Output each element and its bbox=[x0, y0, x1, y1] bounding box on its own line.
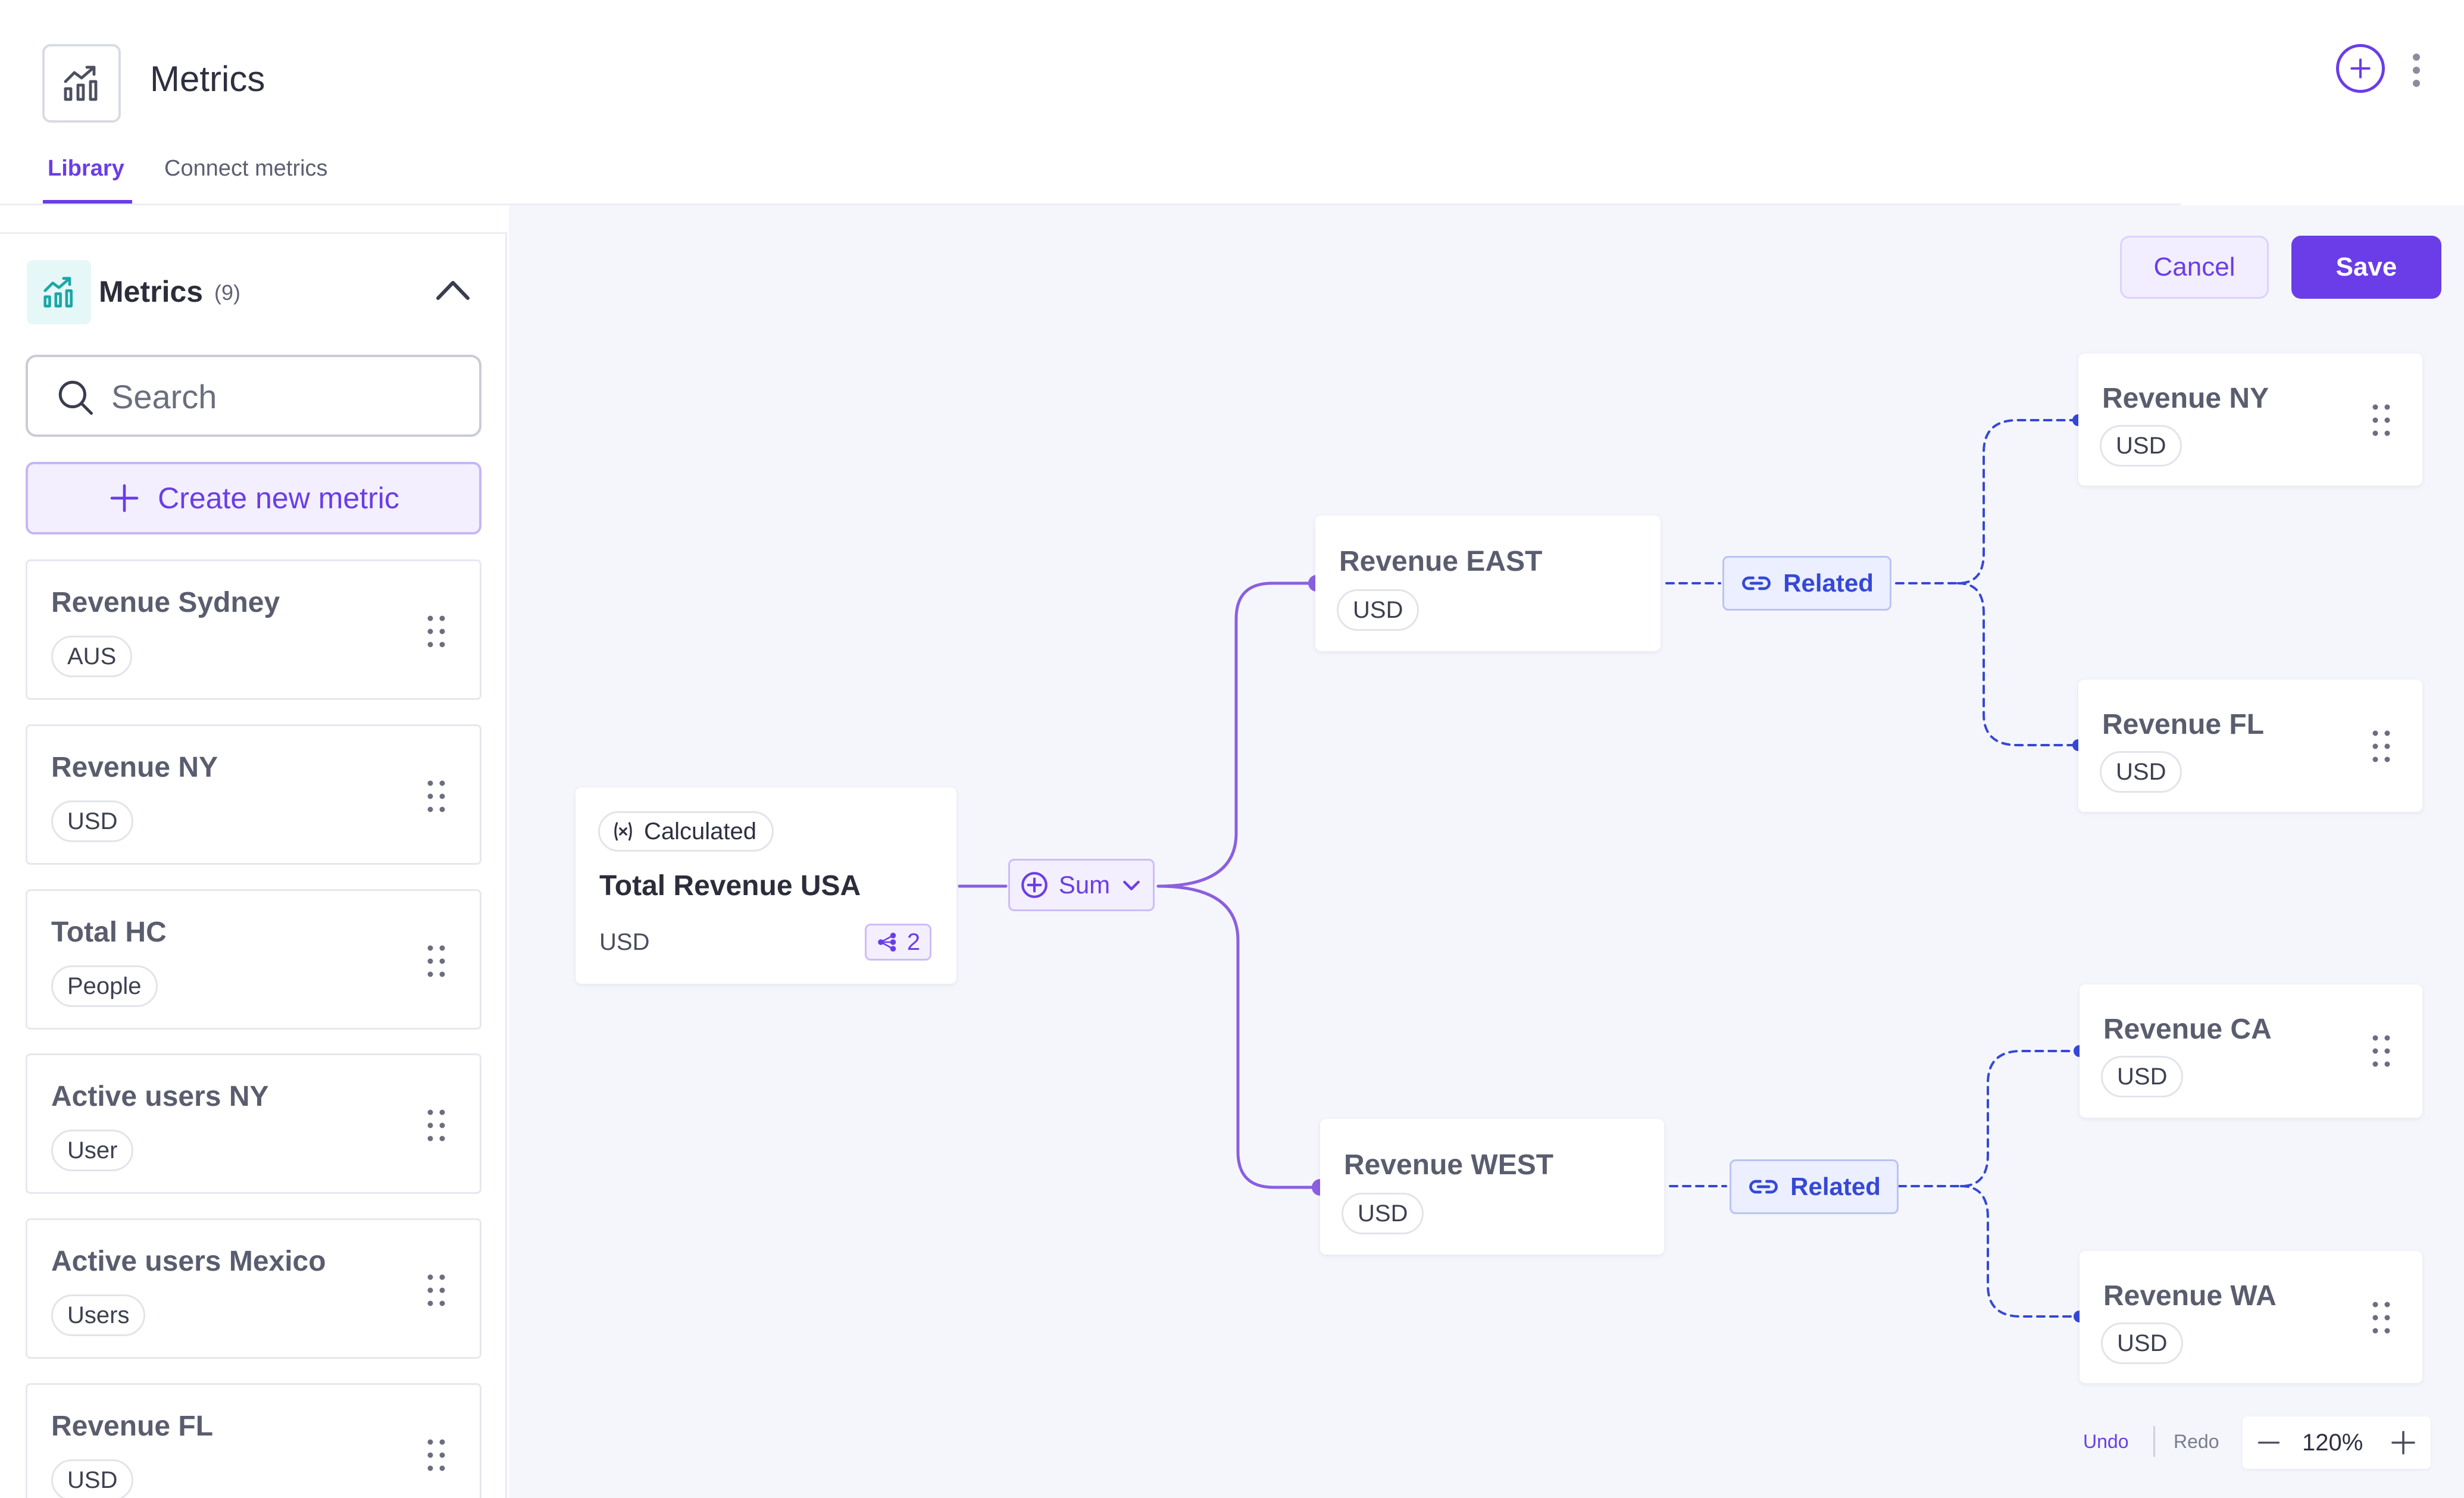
unit-badge: USD bbox=[51, 800, 134, 842]
unit-badge: People bbox=[51, 965, 158, 1007]
plus-icon bbox=[110, 484, 139, 512]
drag-handle-icon[interactable] bbox=[2371, 728, 2391, 764]
cancel-button[interactable]: Cancel bbox=[2120, 236, 2269, 299]
more-options-icon[interactable] bbox=[2410, 52, 2422, 88]
create-new-metric-label: Create new metric bbox=[158, 481, 399, 515]
metric-name: Total HC bbox=[51, 917, 167, 948]
page-title: Metrics bbox=[150, 59, 265, 99]
metrics-sidebar: Metrics (9) Create new metric Revenue Sy… bbox=[0, 232, 507, 1498]
list-item[interactable]: Revenue FL USD bbox=[26, 1383, 481, 1498]
active-tab-indicator bbox=[43, 200, 132, 204]
drag-handle-icon[interactable] bbox=[2371, 402, 2391, 438]
unit-badge: USD bbox=[1337, 589, 1419, 631]
page-header: Metrics Library Connect metrics bbox=[0, 0, 2464, 205]
zoom-out-icon[interactable] bbox=[2256, 1430, 2282, 1456]
related-label: Related bbox=[1783, 569, 1874, 597]
header-divider bbox=[0, 204, 2181, 205]
list-item[interactable]: Active users Mexico Users bbox=[26, 1218, 481, 1359]
list-item[interactable]: Total HC People bbox=[26, 889, 481, 1030]
zoom-control: 120% bbox=[2243, 1416, 2431, 1469]
link-icon bbox=[1749, 1180, 1778, 1194]
sidebar-title: Metrics bbox=[99, 275, 204, 308]
drag-handle-icon[interactable] bbox=[426, 1108, 446, 1143]
undo-button[interactable]: Undo bbox=[2083, 1431, 2129, 1452]
metric-node-fl[interactable]: Revenue FL USD bbox=[2078, 680, 2422, 812]
redo-button[interactable]: Redo bbox=[2174, 1431, 2219, 1452]
related-label: Related bbox=[1790, 1172, 1881, 1200]
metric-name: Revenue NY bbox=[51, 752, 218, 783]
metric-name: Active users NY bbox=[51, 1081, 269, 1112]
list-item[interactable]: Active users NY User bbox=[26, 1053, 481, 1194]
drag-handle-icon[interactable] bbox=[426, 1437, 446, 1473]
root-metric-name: Total Revenue USA bbox=[599, 870, 861, 902]
metric-node-wa[interactable]: Revenue WA USD bbox=[2080, 1251, 2422, 1383]
metric-name: Revenue EAST bbox=[1339, 546, 1543, 577]
children-count-badge[interactable]: 2 bbox=[865, 924, 931, 961]
metric-node-ca[interactable]: Revenue CA USD bbox=[2080, 984, 2422, 1118]
unit-badge: USD bbox=[2101, 1322, 2184, 1364]
search-input[interactable] bbox=[111, 375, 456, 418]
drag-handle-icon[interactable] bbox=[426, 778, 446, 814]
metric-name: Revenue NY bbox=[2102, 383, 2269, 414]
search-field[interactable] bbox=[26, 355, 481, 437]
search-icon bbox=[58, 380, 93, 415]
plus-circle-icon bbox=[1021, 872, 1047, 898]
tab-connect-metrics[interactable]: Connect metrics bbox=[164, 156, 328, 181]
metric-node-west[interactable]: Revenue WEST USD bbox=[1320, 1119, 1664, 1255]
root-metric-unit: USD bbox=[599, 929, 650, 955]
tab-library[interactable]: Library bbox=[48, 156, 124, 181]
metric-name: Revenue Sydney bbox=[51, 587, 280, 618]
metric-node-east[interactable]: Revenue EAST USD bbox=[1315, 515, 1661, 651]
save-button[interactable]: Save bbox=[2291, 236, 2441, 299]
metric-name: Revenue FL bbox=[51, 1411, 214, 1442]
metric-node-ny[interactable]: Revenue NY USD bbox=[2078, 354, 2422, 486]
undo-redo-divider bbox=[2153, 1426, 2155, 1457]
calculated-label: Calculated bbox=[644, 818, 757, 845]
link-icon bbox=[1742, 576, 1771, 590]
drag-handle-icon[interactable] bbox=[2371, 1300, 2391, 1336]
metric-name: Active users Mexico bbox=[51, 1246, 326, 1277]
related-link-west[interactable]: Related bbox=[1730, 1159, 1899, 1214]
unit-badge: USD bbox=[1342, 1193, 1424, 1234]
function-icon bbox=[614, 822, 632, 841]
unit-badge: USD bbox=[2100, 425, 2182, 467]
unit-badge: AUS bbox=[51, 636, 133, 677]
metrics-count: (9) bbox=[214, 280, 240, 305]
unit-badge: USD bbox=[2100, 751, 2182, 793]
list-item[interactable]: Revenue NY USD bbox=[26, 724, 481, 865]
metric-name: Revenue WEST bbox=[1344, 1149, 1554, 1181]
metrics-chart-icon bbox=[27, 260, 91, 324]
hierarchy-icon bbox=[878, 933, 896, 952]
unit-badge: USD bbox=[2101, 1056, 2184, 1097]
root-metric-node[interactable]: Calculated Total Revenue USA USD 2 bbox=[576, 787, 956, 984]
chevron-up-icon[interactable] bbox=[433, 277, 473, 303]
list-item[interactable]: Revenue Sydney AUS bbox=[26, 559, 481, 700]
add-button[interactable] bbox=[2336, 44, 2385, 93]
drag-handle-icon[interactable] bbox=[426, 943, 446, 979]
children-count: 2 bbox=[906, 928, 921, 955]
metric-name: Revenue FL bbox=[2102, 709, 2265, 740]
zoom-level: 120% bbox=[2302, 1430, 2363, 1456]
operator-label: Sum bbox=[1058, 871, 1111, 899]
plus-icon bbox=[2350, 58, 2371, 79]
metric-name: Revenue CA bbox=[2103, 1014, 2272, 1045]
unit-badge: USD bbox=[51, 1459, 134, 1498]
metric-name: Revenue WA bbox=[2103, 1280, 2277, 1312]
unit-badge: User bbox=[51, 1130, 134, 1171]
drag-handle-icon[interactable] bbox=[426, 1272, 446, 1308]
unit-badge: Users bbox=[51, 1294, 146, 1336]
create-new-metric-button[interactable]: Create new metric bbox=[26, 462, 481, 534]
operator-dropdown[interactable]: Sum bbox=[1008, 859, 1155, 911]
drag-handle-icon[interactable] bbox=[426, 614, 446, 649]
calculated-badge: Calculated bbox=[598, 811, 774, 852]
drag-handle-icon[interactable] bbox=[2371, 1033, 2391, 1069]
chart-growth-icon bbox=[42, 44, 121, 123]
chevron-down-icon bbox=[1123, 880, 1140, 890]
related-link-east[interactable]: Related bbox=[1722, 556, 1891, 611]
zoom-in-icon[interactable] bbox=[2389, 1428, 2418, 1457]
